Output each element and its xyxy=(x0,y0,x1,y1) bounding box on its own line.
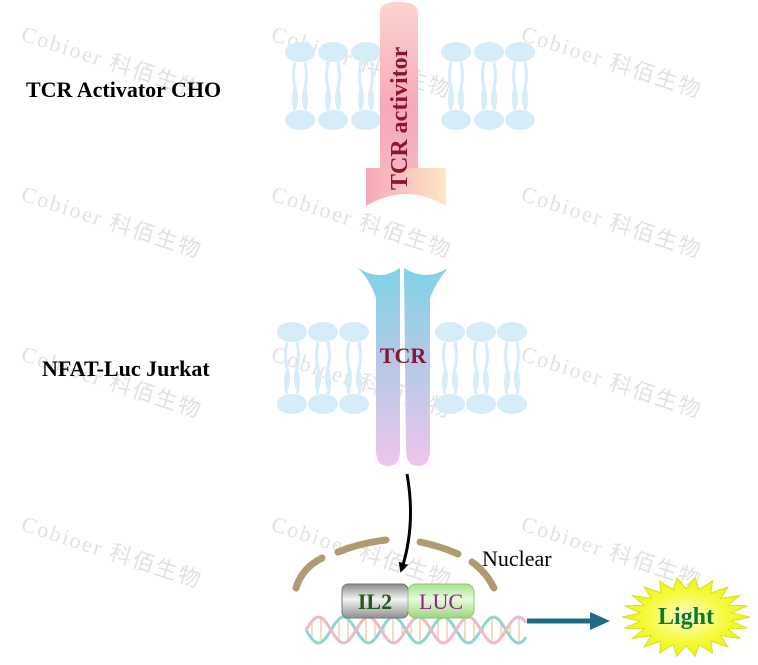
watermark-text: Cobioer 科佰生物 xyxy=(518,341,705,423)
lipid-pair xyxy=(474,42,504,130)
light-label: Light xyxy=(658,604,714,630)
tcr-activator-label: TCR activitor xyxy=(387,46,413,190)
jurkat-cell-label: NFAT-Luc Jurkat xyxy=(42,356,210,381)
luc-label: LUC xyxy=(419,589,463,614)
cho-cell-label: TCR Activator CHO xyxy=(26,77,221,102)
lipid-pair xyxy=(441,42,471,130)
lipid-pair xyxy=(285,42,315,130)
lipid-pair xyxy=(308,322,338,414)
luc-block xyxy=(407,583,475,619)
watermark-text: Cobioer 科佰生物 xyxy=(18,181,205,263)
tcr-left-chain xyxy=(358,268,400,466)
tcr-activator-receptor: TCR activitor xyxy=(366,2,446,206)
signal-arrow xyxy=(398,473,413,573)
watermark-text: Cobioer 科佰生物 xyxy=(18,341,205,423)
nuclear-envelope-segment xyxy=(334,536,390,556)
lipid-pair xyxy=(435,322,465,414)
watermark-text: Cobioer 科佰生物 xyxy=(18,511,205,593)
output-arrow xyxy=(527,612,610,630)
tcr-activator-stalk xyxy=(380,2,418,178)
jurkat-cell-membrane xyxy=(277,322,527,414)
lipid-pair xyxy=(318,42,348,130)
nuclear-envelope-segment xyxy=(416,538,462,558)
tcr-receptor: TCR xyxy=(358,268,448,466)
il2-promoter-block: IL2 xyxy=(341,583,409,619)
dna-strand xyxy=(304,615,528,645)
nuclear-label: Nuclear xyxy=(482,546,552,571)
light-burst-shape xyxy=(621,576,751,658)
dna-helix xyxy=(304,615,528,645)
watermark-text: Cobioer 科佰生物 xyxy=(518,21,705,103)
luc-gene-block: LUC xyxy=(407,583,475,619)
nuclear-envelope-segment xyxy=(468,558,498,592)
nuclear-envelope xyxy=(292,536,498,592)
lipid-pair xyxy=(277,322,307,414)
tcr-label: TCR xyxy=(380,343,428,368)
lipid-pair xyxy=(339,322,369,414)
cho-cell-membrane xyxy=(285,42,535,130)
lipid-pair xyxy=(351,42,381,130)
tcr-right-chain xyxy=(404,268,448,466)
nuclear-envelope-segment xyxy=(292,554,326,592)
tcr-activator-foot xyxy=(366,168,446,206)
light-burst: Light xyxy=(621,576,751,658)
watermark-text: Cobioer 科佰生物 xyxy=(518,181,705,263)
lipid-pair xyxy=(497,322,527,414)
lipid-pair xyxy=(505,42,535,130)
il2-label: IL2 xyxy=(358,589,392,614)
lipid-pair xyxy=(466,322,496,414)
